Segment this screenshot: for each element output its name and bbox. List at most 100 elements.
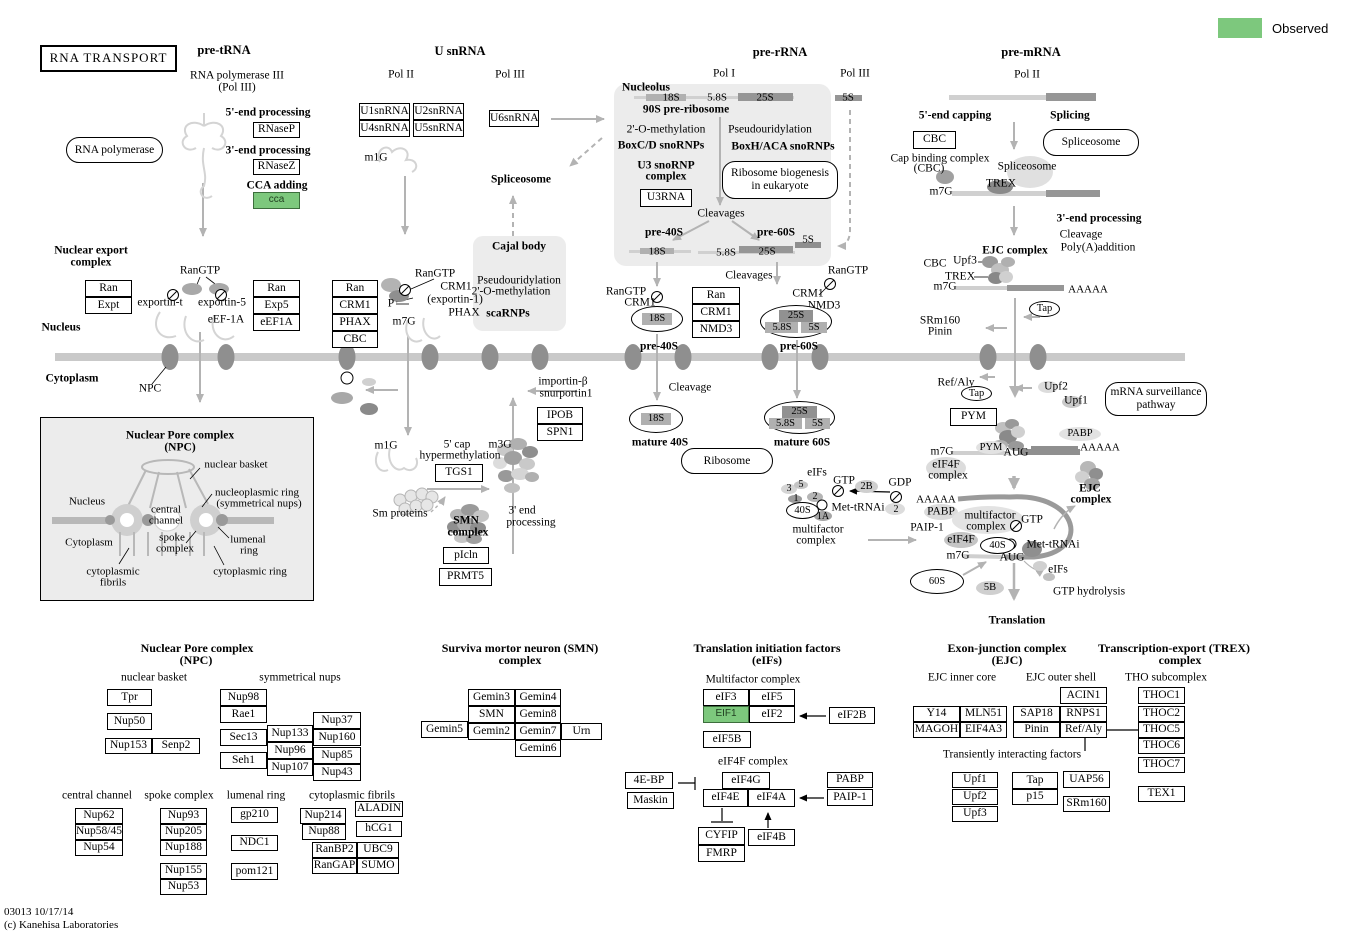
gene-box-gemin8[interactable]: Gemin8 — [515, 706, 561, 723]
gene-box-eif1[interactable]: EIF1 — [703, 706, 749, 723]
gene-box-cyfip[interactable]: CYFIP — [698, 827, 745, 845]
gene-box-u2snrna[interactable]: U2snRNA — [413, 103, 464, 120]
gene-box-eif4g[interactable]: eIF4G — [722, 772, 770, 789]
gene-box-u4snrna[interactable]: U4snRNA — [359, 120, 410, 137]
gene-box-y14[interactable]: Y14 — [913, 706, 960, 722]
gene-box-eif2b[interactable]: eIF2B — [829, 707, 875, 724]
gene-box-eif4b[interactable]: eIF4B — [748, 829, 795, 846]
gene-box-nup53[interactable]: Nup53 — [160, 879, 207, 895]
gene-box-eif4a3[interactable]: EIF4A3 — [960, 722, 1007, 738]
gene-box-eif5[interactable]: eIF5 — [749, 689, 795, 706]
gene-box-nup50[interactable]: Nup50 — [107, 713, 152, 730]
gene-box-rae1[interactable]: Rae1 — [220, 706, 267, 723]
gene-box-spn1[interactable]: SPN1 — [537, 424, 583, 441]
gene-box-nup107[interactable]: Nup107 — [267, 759, 313, 776]
gene-box-nup160[interactable]: Nup160 — [313, 729, 361, 746]
gene-box-u3rna[interactable]: U3RNA — [640, 189, 692, 207]
gene-box-nup62[interactable]: Nup62 — [75, 808, 123, 824]
gene-box-nup58-45[interactable]: Nup58/45 — [75, 824, 123, 840]
gene-box-pinin[interactable]: Pinin — [1013, 722, 1060, 738]
gene-box-gemin5[interactable]: Gemin5 — [421, 721, 468, 738]
gene-box-sec13[interactable]: Sec13 — [220, 729, 267, 746]
pathway-node-rna-polymerase[interactable]: RNA polymerase — [66, 137, 163, 163]
gene-box-srm160[interactable]: SRm160 — [1063, 796, 1110, 812]
gene-box-uap56[interactable]: UAP56 — [1063, 771, 1110, 788]
gene-box-mln51[interactable]: MLN51 — [960, 706, 1007, 722]
gene-box-nup205[interactable]: Nup205 — [160, 824, 207, 840]
gene-box-eef1a[interactable]: eEF1A — [253, 314, 300, 331]
gene-box-nup43[interactable]: Nup43 — [313, 764, 361, 781]
gene-box-nup96[interactable]: Nup96 — [267, 742, 313, 759]
gene-box-ndc1[interactable]: NDC1 — [231, 835, 278, 851]
gene-box-pym[interactable]: PYM — [950, 408, 997, 426]
gene-box-crm1[interactable]: CRM1 — [332, 297, 378, 314]
gene-box-paip-1[interactable]: PAIP-1 — [827, 789, 873, 806]
gene-box-thoc5[interactable]: THOC5 — [1138, 722, 1185, 738]
gene-box-rnasep[interactable]: RNaseP — [253, 122, 300, 138]
gene-box-thoc6[interactable]: THOC6 — [1138, 738, 1185, 754]
gene-box-sap18[interactable]: SAP18 — [1013, 706, 1060, 722]
gene-box-nup188[interactable]: Nup188 — [160, 840, 207, 856]
gene-box-fmrp[interactable]: FMRP — [698, 845, 745, 862]
gene-box-gp210[interactable]: gp210 — [231, 807, 278, 823]
pathway-node-spliceosome[interactable]: Spliceosome — [1043, 129, 1139, 156]
gene-box-nup37[interactable]: Nup37 — [313, 712, 361, 729]
gene-box-urn[interactable]: Urn — [561, 723, 602, 740]
gene-box-gemin7[interactable]: Gemin7 — [515, 723, 561, 740]
gene-box-thoc2[interactable]: THOC2 — [1138, 706, 1185, 722]
gene-box-rnps1[interactable]: RNPS1 — [1060, 706, 1107, 722]
gene-box-hcg1[interactable]: hCG1 — [356, 821, 402, 837]
gene-box-ran[interactable]: Ran — [332, 280, 378, 297]
gene-box-prmt5[interactable]: PRMT5 — [439, 568, 492, 586]
gene-box-upf1[interactable]: Upf1 — [952, 772, 998, 788]
gene-box-nmd3[interactable]: NMD3 — [692, 321, 740, 338]
gene-box-nup153[interactable]: Nup153 — [105, 738, 152, 754]
gene-box-upf3[interactable]: Upf3 — [952, 806, 998, 822]
gene-box-picln[interactable]: pIcln — [443, 547, 489, 564]
gene-box-ran[interactable]: Ran — [253, 280, 300, 297]
gene-box-rnasez[interactable]: RNaseZ — [253, 159, 300, 175]
gene-box-tex1[interactable]: TEX1 — [1138, 786, 1185, 802]
gene-box-upf2[interactable]: Upf2 — [952, 789, 998, 805]
gene-box-nup54[interactable]: Nup54 — [75, 840, 123, 856]
gene-box-crm1[interactable]: CRM1 — [692, 304, 740, 321]
gene-box-ran[interactable]: Ran — [85, 280, 132, 297]
gene-box-phax[interactable]: PHAX — [332, 314, 378, 331]
gene-box-cbc[interactable]: CBC — [332, 331, 378, 348]
gene-box-acin1[interactable]: ACIN1 — [1060, 687, 1107, 704]
gene-box-eif5b[interactable]: eIF5B — [703, 731, 751, 748]
gene-box-p15[interactable]: p15 — [1012, 789, 1058, 805]
gene-box-nup88[interactable]: Nup88 — [302, 824, 346, 840]
gene-box-gemin2[interactable]: Gemin2 — [468, 723, 515, 740]
gene-box-4e-bp[interactable]: 4E-BP — [625, 772, 673, 789]
gene-box-cbc[interactable]: CBC — [913, 131, 956, 149]
gene-box-nup133[interactable]: Nup133 — [267, 725, 313, 742]
gene-box-nup214[interactable]: Nup214 — [300, 808, 346, 824]
gene-box-u6snrna[interactable]: U6snRNA — [489, 110, 539, 127]
gene-box-rangap[interactable]: RanGAP — [312, 858, 357, 874]
gene-box-senp2[interactable]: Senp2 — [152, 738, 200, 754]
gene-box-gemin3[interactable]: Gemin3 — [468, 689, 515, 706]
gene-box-gemin4[interactable]: Gemin4 — [515, 689, 561, 706]
gene-box-tpr[interactable]: Tpr — [107, 689, 152, 706]
gene-box-exp5[interactable]: Exp5 — [253, 297, 300, 314]
gene-box-eif4e[interactable]: eIF4E — [703, 789, 748, 807]
gene-box-expt[interactable]: Expt — [85, 297, 132, 314]
gene-box-ipob[interactable]: IPOB — [537, 407, 583, 424]
gene-box-tgs1[interactable]: TGS1 — [435, 464, 483, 482]
gene-box-eif4a[interactable]: eIF4A — [748, 789, 795, 807]
pathway-node-ribosome[interactable]: Ribosome — [681, 448, 773, 474]
gene-box-ubc9[interactable]: UBC9 — [357, 842, 399, 858]
gene-box-eif3[interactable]: eIF3 — [703, 689, 749, 706]
gene-box-nup93[interactable]: Nup93 — [160, 808, 207, 824]
gene-box-ran[interactable]: Ran — [692, 287, 740, 304]
gene-box-u5snrna[interactable]: U5snRNA — [413, 120, 464, 137]
gene-box-cca[interactable]: cca — [253, 192, 300, 209]
gene-box-magoh[interactable]: MAGOH — [913, 722, 960, 738]
gene-box-nup155[interactable]: Nup155 — [160, 863, 207, 879]
gene-box-nup98[interactable]: Nup98 — [220, 689, 267, 706]
gene-box-gemin6[interactable]: Gemin6 — [515, 740, 561, 757]
gene-box-nup85[interactable]: Nup85 — [313, 747, 361, 764]
